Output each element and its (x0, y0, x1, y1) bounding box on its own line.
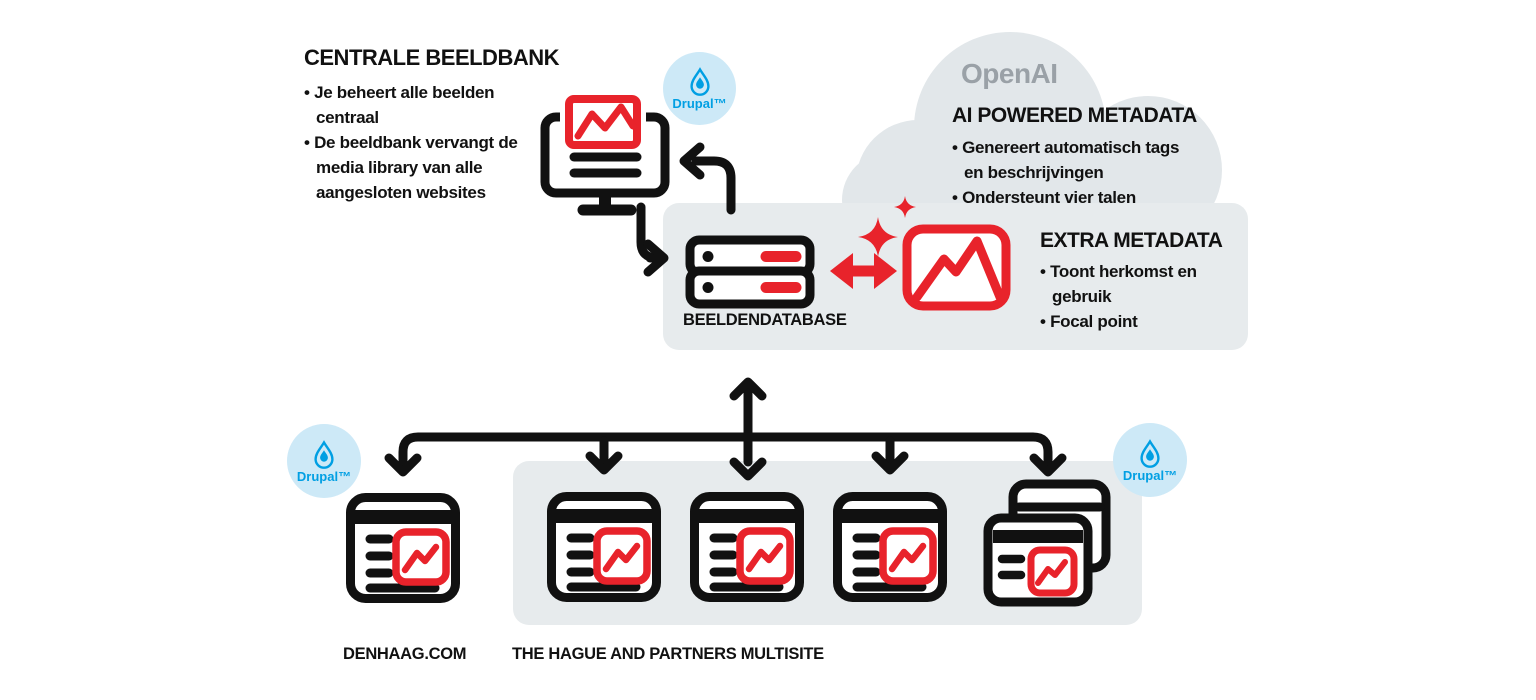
bullet-item: Toont herkomst en gebruik (1040, 259, 1220, 309)
extra-metadata-bullets: Toont herkomst en gebruik Focal point (1040, 259, 1220, 334)
ai-metadata-block: AI POWERED METADATA Genereert automatisc… (952, 104, 1202, 210)
centrale-beeldbank-bullets: Je beheert alle beelden centraal De beel… (304, 80, 522, 205)
drupal-badge-left: Drupal™ (287, 424, 361, 498)
bullet-item: Ondersteunt vier talen (952, 185, 1202, 210)
extra-metadata-block: EXTRA METADATA Toont herkomst en gebruik… (1040, 229, 1223, 334)
picture-icon (902, 224, 1011, 311)
browser-window-icon-1 (552, 497, 657, 598)
drupal-badge-label: Drupal™ (1122, 467, 1178, 483)
database-label: BEELDENDATABASE (683, 311, 847, 329)
browser-window-icon-3 (838, 497, 943, 598)
ai-metadata-title: AI POWERED METADATA (952, 104, 1197, 127)
exchange-arrow-icon (830, 253, 897, 289)
drupal-drop-icon (314, 439, 334, 469)
drupal-badge-right: Drupal™ (1113, 423, 1187, 497)
drupal-badge-label: Drupal™ (296, 468, 352, 484)
multisite-label: THE HAGUE AND PARTNERS MULTISITE (512, 645, 824, 663)
openai-logo-text: OpenAI (961, 58, 1058, 89)
ai-sparkles-icon (858, 196, 916, 257)
drupal-badge-label: Drupal™ (672, 96, 727, 111)
browser-window-icon-2 (695, 497, 800, 598)
stacked-windows-icon (983, 479, 1111, 607)
extra-metadata-title: EXTRA METADATA (1040, 229, 1223, 252)
bullet-item: Focal point (1040, 309, 1220, 334)
centrale-beeldbank-title: CENTRALE BEELDBANK (304, 45, 560, 70)
drupal-badge-top: Drupal™ (663, 52, 736, 125)
sync-arrows-icon (636, 142, 736, 277)
database-server-icon (685, 235, 815, 309)
centrale-beeldbank-block: CENTRALE BEELDBANK Je beheert alle beeld… (304, 45, 560, 205)
browser-window-icon-denhaag (351, 498, 456, 599)
bullet-item: Je beheert alle beelden centraal (304, 80, 522, 130)
distribution-arrows-icon (384, 377, 1067, 481)
monitor-image-icon (540, 95, 670, 216)
drupal-drop-icon (1140, 438, 1160, 468)
bullet-item: De beeldbank vervangt de media library v… (304, 130, 522, 205)
bullet-item: Genereert automatisch tags en beschrijvi… (952, 135, 1202, 185)
drupal-drop-icon (689, 67, 710, 96)
ai-metadata-bullets: Genereert automatisch tags en beschrijvi… (952, 135, 1202, 210)
denhaag-label: DENHAAG.COM (343, 645, 467, 663)
